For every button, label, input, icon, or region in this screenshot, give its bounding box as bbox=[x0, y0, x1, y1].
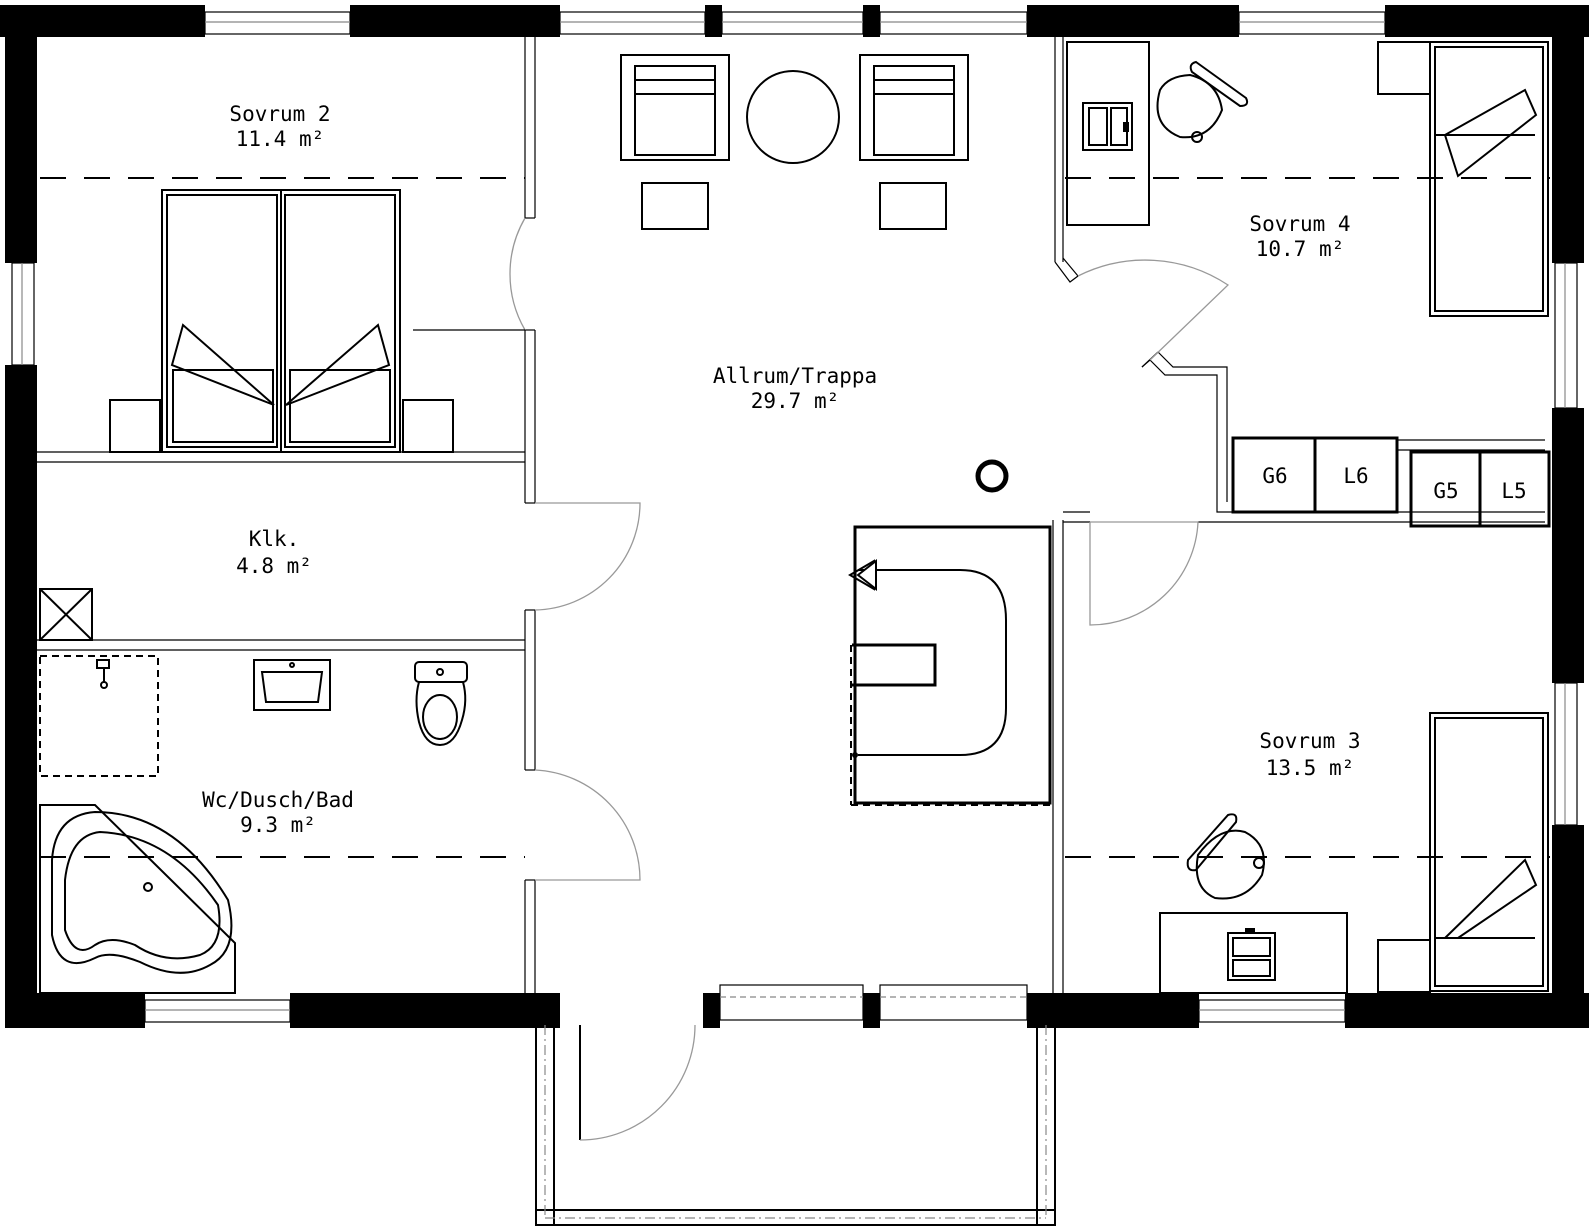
armchair-left bbox=[620, 54, 730, 161]
footstool-right bbox=[879, 182, 947, 230]
entrance-porch bbox=[535, 1024, 1056, 1226]
floor-drain-box bbox=[39, 588, 93, 641]
nightstand-left bbox=[109, 399, 161, 453]
room-label-allrum: Allrum/Trappa 29.7 m² bbox=[713, 364, 877, 413]
office-chair-3 bbox=[1186, 813, 1265, 900]
cabinet-label-g5: G5 bbox=[1433, 479, 1458, 503]
nightstand-sovrum3 bbox=[1377, 939, 1431, 993]
room-name: Allrum/Trappa bbox=[713, 364, 877, 388]
ceiling-post-circle bbox=[975, 459, 1009, 493]
ceiling-lines bbox=[40, 177, 1550, 858]
room-label-sovrum3: Sovrum 3 13.5 m² bbox=[1259, 729, 1360, 780]
room-name: Klk. bbox=[249, 527, 300, 551]
room-name: Wc/Dusch/Bad bbox=[202, 788, 354, 812]
room-area: 29.7 m² bbox=[751, 389, 840, 413]
corner-bathtub bbox=[39, 804, 236, 994]
room-name: Sovrum 3 bbox=[1259, 729, 1360, 753]
room-area: 11.4 m² bbox=[236, 127, 325, 151]
room-area: 4.8 m² bbox=[236, 554, 312, 578]
double-bed bbox=[161, 189, 401, 453]
room-area: 9.3 m² bbox=[240, 813, 316, 837]
desk-drawer-unit-3 bbox=[1227, 928, 1276, 981]
wardrobe-g6-l6: G6 L6 bbox=[1231, 436, 1399, 514]
cabinet-label-l6: L6 bbox=[1343, 464, 1368, 488]
room-area: 10.7 m² bbox=[1256, 237, 1345, 261]
room-label-sovrum4: Sovrum 4 10.7 m² bbox=[1249, 212, 1350, 261]
outer-walls bbox=[0, 5, 1589, 1028]
wardrobe-g5-l5: G5 L5 bbox=[1397, 439, 1551, 528]
coffee-table bbox=[746, 70, 840, 164]
office-chair-4 bbox=[1156, 60, 1249, 143]
footstool-left bbox=[641, 182, 709, 230]
single-bed-sovrum3 bbox=[1429, 712, 1549, 992]
toilet bbox=[414, 661, 468, 747]
nightstand-sovrum4 bbox=[1377, 41, 1431, 95]
shower-area bbox=[39, 655, 159, 777]
doors bbox=[413, 217, 1230, 881]
staircase bbox=[848, 525, 1052, 806]
cabinet-label-g6: G6 bbox=[1262, 464, 1287, 488]
armchair-right bbox=[859, 54, 969, 161]
single-bed-sovrum4 bbox=[1429, 41, 1549, 317]
shower-mixer bbox=[96, 659, 110, 689]
room-area: 13.5 m² bbox=[1266, 756, 1355, 780]
room-label-sovrum2: Sovrum 2 11.4 m² bbox=[229, 102, 330, 151]
interior-walls bbox=[37, 37, 1545, 993]
room-label-klk: Klk. 4.8 m² bbox=[236, 527, 312, 578]
washbasin bbox=[253, 659, 331, 711]
desk-sovrum3 bbox=[1159, 912, 1348, 994]
desk-drawer-unit-4 bbox=[1082, 102, 1133, 151]
room-label-bad: Wc/Dusch/Bad 9.3 m² bbox=[202, 788, 354, 837]
room-name: Sovrum 2 bbox=[229, 102, 330, 126]
windows bbox=[11, 11, 1578, 1023]
room-name: Sovrum 4 bbox=[1249, 212, 1350, 236]
nightstand-right bbox=[402, 399, 454, 453]
cabinet-label-l5: L5 bbox=[1501, 479, 1526, 503]
desk-sovrum4 bbox=[1066, 41, 1150, 226]
